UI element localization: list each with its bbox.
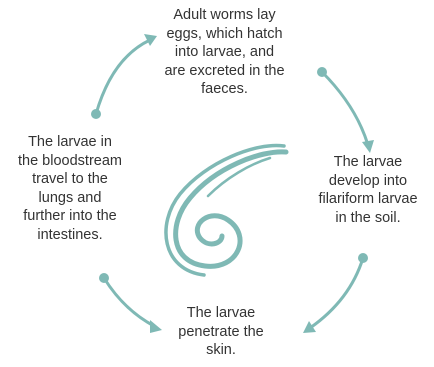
arrowhead-right <box>362 140 374 153</box>
stage-bloodstream-text: The larvae in the bloodstream travel to … <box>0 133 140 244</box>
stage-eggs-text: Adult worms lay eggs, which hatch into l… <box>132 6 317 99</box>
cycle-dot-left <box>91 109 101 119</box>
cycle-arrow-top-to-right <box>322 72 368 145</box>
cycle-dot-right <box>358 253 368 263</box>
arrowhead-bottom <box>303 321 316 333</box>
cycle-dot-bottom <box>99 273 109 283</box>
stage-skin-penetration-text: The larvae penetrate the skin. <box>140 304 302 360</box>
cycle-arrow-right-to-bottom <box>310 258 363 328</box>
cycle-dot-top <box>317 67 327 77</box>
hookworm-icon <box>166 145 286 275</box>
stage-soil-larvae-text: The larvae develop into filariform larva… <box>300 153 434 227</box>
